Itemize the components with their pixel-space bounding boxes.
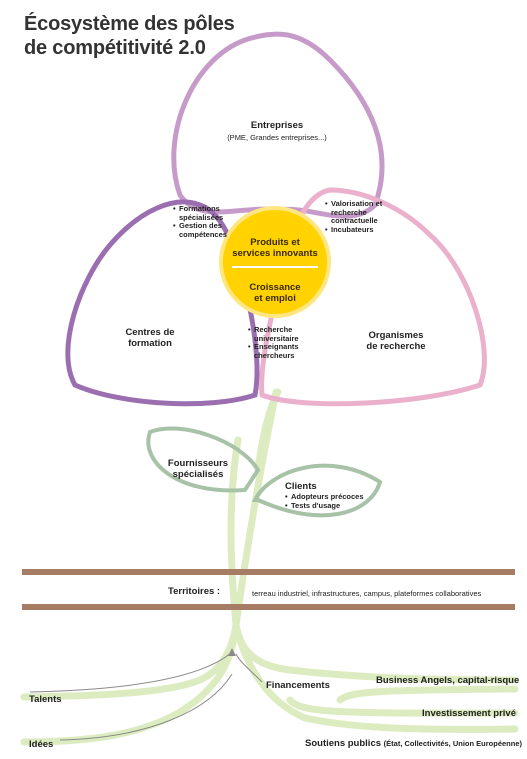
recherche-label-2: de recherche (366, 341, 426, 352)
arrow-financements (235, 653, 263, 683)
stem-right (254, 388, 282, 474)
root-business-angels (232, 621, 519, 684)
overlap-item: Gestion des compétences (173, 221, 233, 239)
label-fournisseurs: Fournisseurs spécialisés (158, 458, 238, 480)
leaf-fournisseurs (146, 426, 261, 493)
core-bottom-line-1: Croissance (249, 282, 301, 293)
root-label-talents: Talents (29, 694, 62, 705)
overlap-item: Recherche universitaire (248, 325, 318, 343)
arrow-idees (59, 673, 233, 741)
label-clients: Clients Adopteurs précoces Tests d'usage (285, 481, 375, 510)
root-label-idees: Idées (29, 739, 54, 750)
root-label-investissement: Investissement privé (422, 708, 516, 719)
soutiens-main: Soutiens publics (305, 738, 382, 749)
label-recherche: Organismes de recherche (346, 330, 446, 352)
page-title: Écosystème des pôles de compétitivité 2.… (24, 12, 235, 60)
core-top-line-1: Produits et (250, 237, 300, 248)
stem-left (227, 436, 242, 629)
arrowhead (228, 648, 236, 656)
territoires-desc: terreau industriel, infrastructures, cam… (252, 589, 482, 598)
arrow-talents (29, 651, 233, 693)
recherche-label-1: Organismes (368, 330, 424, 341)
overlap-formation-entreprises: Formations spécialisées Gestion des comp… (173, 204, 233, 239)
overlap-entreprises-recherche: Valorisation et recherche contractuelle … (325, 199, 385, 235)
overlap-item: Incubateurs (325, 225, 385, 235)
clients-item: Tests d'usage (285, 501, 375, 511)
root-label-business-angels: Business Angels, capital-risque (376, 675, 520, 686)
overlap-item: Enseignants chercheurs (248, 342, 318, 360)
title-line-1: Écosystème des pôles (24, 13, 235, 35)
formation-label-2: formation (128, 338, 172, 349)
core-circle (219, 206, 331, 318)
root-capital-loop (336, 685, 519, 704)
entreprises-label: Entreprises (250, 120, 304, 131)
arrows (29, 651, 263, 741)
territoires-band-bottom (22, 604, 515, 610)
core-bottom-line-2: et emploi (254, 293, 296, 304)
clients-list: Adopteurs précoces Tests d'usage (285, 492, 375, 511)
overlap-item: Formations spécialisées (173, 204, 233, 222)
root-soutiens (232, 621, 519, 733)
title-line-2: de compétitivité 2.0 (24, 37, 206, 59)
clients-label: Clients (285, 481, 317, 492)
core-top-text: Produits et services innovants (228, 237, 322, 259)
roots (20, 388, 519, 746)
core-bottom-text: Croissance et emploi (228, 282, 322, 304)
root-label-financements: Financements (266, 680, 330, 691)
territoires-band-top (22, 569, 515, 575)
label-formation: Centres de formation (100, 327, 200, 349)
fournisseurs-label-1: Fournisseurs (167, 458, 229, 469)
formation-label-1: Centres de (125, 327, 175, 338)
label-entreprises: Entreprises (PME, Grandes entreprises...… (207, 120, 347, 142)
root-investissement (286, 696, 519, 717)
territoires-label: Territoires : (168, 586, 221, 597)
overlap-item: Valorisation et recherche contractuelle (325, 199, 385, 226)
core-top-line-2: services innovants (232, 248, 318, 259)
root-idees (20, 621, 240, 746)
clients-item: Adopteurs précoces (285, 492, 375, 502)
soutiens-detail: (État, Collectivités, Union Européenne) (383, 739, 523, 748)
root-label-soutiens: Soutiens publics (État, Collectivités, U… (305, 738, 522, 749)
entreprises-sublabel: (PME, Grandes entreprises...) (227, 133, 327, 142)
fournisseurs-label-2: spécialisés (172, 469, 224, 480)
overlap-formation-recherche: Recherche universitaire Enseignants cher… (248, 325, 318, 360)
leaf-clients (251, 463, 383, 518)
